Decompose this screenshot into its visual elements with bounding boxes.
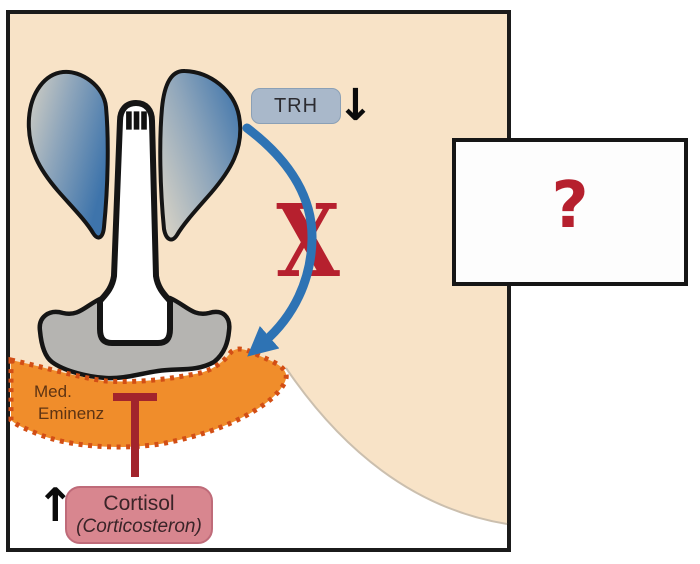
trh-pathway-arrow (242, 123, 317, 357)
median-eminence-label: Med. Eminenz (34, 381, 104, 425)
trh-decrease-arrow-icon: ↓ (337, 80, 374, 131)
brain-region-edge (285, 367, 508, 525)
unknown-outcome-box: ? (452, 138, 688, 286)
hypothalamic-nucleus-right (158, 69, 243, 242)
inhibition-tbar (113, 393, 157, 477)
median-eminence-label-line1: Med. (34, 382, 72, 401)
third-ventricle-stalk (97, 100, 173, 346)
cortisol-name: Cortisol (103, 492, 175, 515)
cortisol-box: Cortisol (Corticosteron) (65, 486, 213, 544)
hypothalamic-nucleus-left (26, 69, 110, 240)
trh-label: TRH (273, 94, 319, 117)
median-eminence-label-line2: Eminenz (38, 404, 105, 423)
third-ventricle-label: III (124, 109, 149, 135)
question-mark-symbol: ? (551, 169, 589, 243)
cortisol-alt-name: (Corticosteron) (76, 516, 202, 538)
trh-label-pill: TRH (251, 88, 341, 124)
